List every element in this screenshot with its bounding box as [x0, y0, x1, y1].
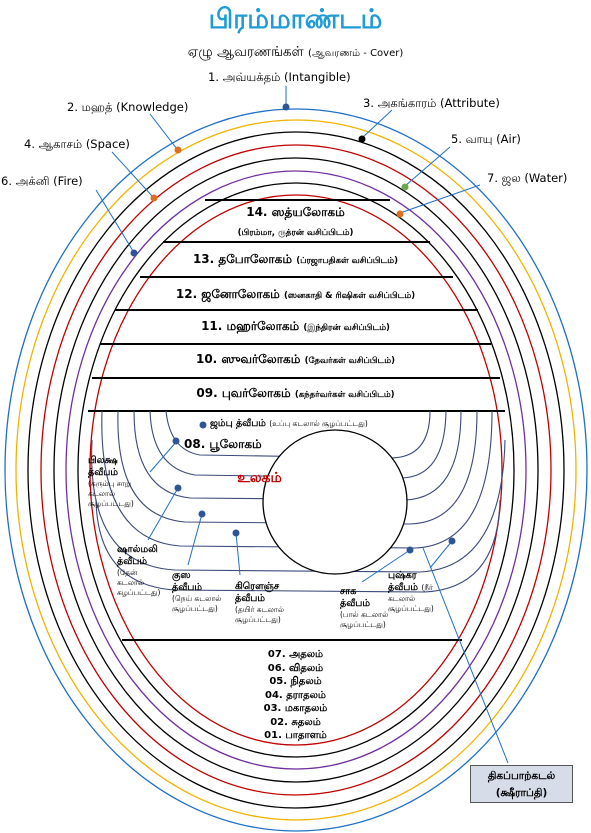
lower-worlds-list: 07. அதலம் 06. விதலம் 05. நிதலம் 04. தராத…	[0, 648, 591, 743]
dot-cover-7	[396, 210, 404, 218]
lower-world-05: 05. நிதலம்	[269, 676, 322, 687]
cover-ellipse-8	[89, 194, 503, 746]
world-11: 11. மஹர்லோகம் (இந்திரன் வசிப்பிடம்)	[201, 319, 390, 333]
leader-5	[404, 146, 451, 187]
diagram-subtitle: ஏழு ஆவரணங்கள் (ஆவரணம் - Cover)	[0, 44, 591, 62]
bhuloka-label: 08. பூலோகம்	[184, 437, 262, 451]
dot-shalmali	[174, 484, 182, 492]
bhuloka-center: உலகம்	[237, 470, 282, 486]
cover-ellipse-2	[15, 119, 577, 821]
cover-ellipse-4	[40, 144, 552, 796]
leader-3	[361, 109, 393, 139]
cover-label-5: 5. வாயு (Air)	[451, 132, 521, 146]
dvipa-pushkara: புஷ்கர த்வீபம் (நீர் கடலால்சூழப்பட்டது)	[388, 570, 434, 613]
world-14: 14. ஸத்யலோகம்	[246, 205, 345, 219]
dot-plaksha	[172, 437, 180, 445]
dot-cover-1	[282, 103, 290, 111]
world-10: 10. ஸுவர்லோகம் (தேவர்கள் வசிப்பிடம்)	[195, 352, 396, 366]
leader-pushkara	[429, 540, 453, 569]
subtitle-note: (ஆவரணம் - Cover)	[308, 48, 404, 59]
dvipa-jambu: ஜம்பு த்வீபம் (உப்பு கடலால் சூழப்பட்டது)	[210, 418, 368, 429]
dot-cover-4	[150, 194, 158, 202]
lower-world-06: 06. விதலம்	[267, 662, 324, 674]
leader-shaka	[361, 549, 411, 583]
dot-krauncha	[232, 529, 240, 537]
world-09: 09. புவர்லோகம் (கந்தர்வர்கள் வசிப்பிடம்)	[196, 386, 395, 400]
dot-cover-2	[174, 146, 182, 154]
cover-ellipse-5	[53, 157, 539, 783]
dot-pushkara	[448, 537, 456, 545]
world-14-note: (பிரம்மா, ருத்ரன் வசிப்பிடம்)	[237, 228, 354, 238]
cover-label-4: 4. ஆகாசம் (Space)	[24, 137, 130, 151]
leader-plaksha	[149, 440, 178, 473]
cover-ellipse-6	[65, 170, 527, 770]
cover-ellipse-7	[77, 182, 515, 758]
diagram-title: பிரம்மாண்டம்	[208, 4, 383, 35]
dot-kusha	[198, 510, 206, 518]
cover-ellipse-3	[27, 131, 565, 809]
cover-label-2: 2. மஹத் (Knowledge)	[67, 100, 189, 114]
cover-label-3: 3. அகங்காரம் (Attribute)	[363, 96, 500, 110]
leader-4	[111, 151, 154, 198]
ocean-line-1: திகப்பாற்கடல்	[487, 770, 556, 782]
leader-ocean	[422, 547, 509, 764]
lower-world-07: 07. அதலம்	[267, 649, 324, 660]
bhuloka-circle	[262, 429, 408, 575]
lower-world-01: 01. பாதாளம்	[264, 730, 327, 741]
leader-2	[149, 113, 178, 150]
cover-label-7: 7. ஜல (Water)	[487, 171, 568, 185]
dvipa-curve-7	[95, 499, 501, 593]
world-12: 12. ஜனோலோகம் (ஸனகாதி & ரிஷிகள் வசிப்பிடம…	[175, 287, 416, 301]
dot-cover-6	[130, 249, 138, 257]
leader-7	[399, 184, 481, 214]
leader-krauncha	[235, 532, 241, 576]
dot-jambu	[199, 421, 207, 429]
milk-ocean-box: திகப்பாற்கடல் (க்ஷீராப்தி)	[470, 765, 573, 803]
leader-6	[95, 189, 134, 252]
cover-label-1: 1. அவ்யக்தம் (Intangible)	[208, 70, 351, 84]
ocean-line-2: (க்ஷீராப்தி)	[495, 787, 548, 799]
dvipa-curve-6	[91, 439, 506, 573]
cover-ellipse-1	[4, 108, 588, 832]
lower-world-03: 03. மகாதலம்	[263, 703, 328, 714]
subtitle-main: ஏழு ஆவரணங்கள்	[187, 44, 304, 60]
world-13: 13. தபோலோகம் (ப்ரஜாபதிகள் வசிப்பிடம்)	[192, 252, 399, 266]
leader-shalmali	[147, 487, 179, 541]
dvipa-shalmali: ஷால்மலித்வீபம் (தேன்கடலால்சுழப்பட்டது)	[117, 544, 161, 597]
dot-cover-5	[401, 183, 409, 191]
leader-kusha	[187, 513, 203, 566]
dot-shaka	[406, 546, 414, 554]
lower-world-04: 04. தராதலம்	[265, 689, 326, 701]
cover-label-6: 6. அக்னி (Fire)	[1, 174, 83, 188]
lower-world-02: 02. சுதலம்	[270, 716, 321, 728]
dot-cover-3	[358, 135, 366, 143]
